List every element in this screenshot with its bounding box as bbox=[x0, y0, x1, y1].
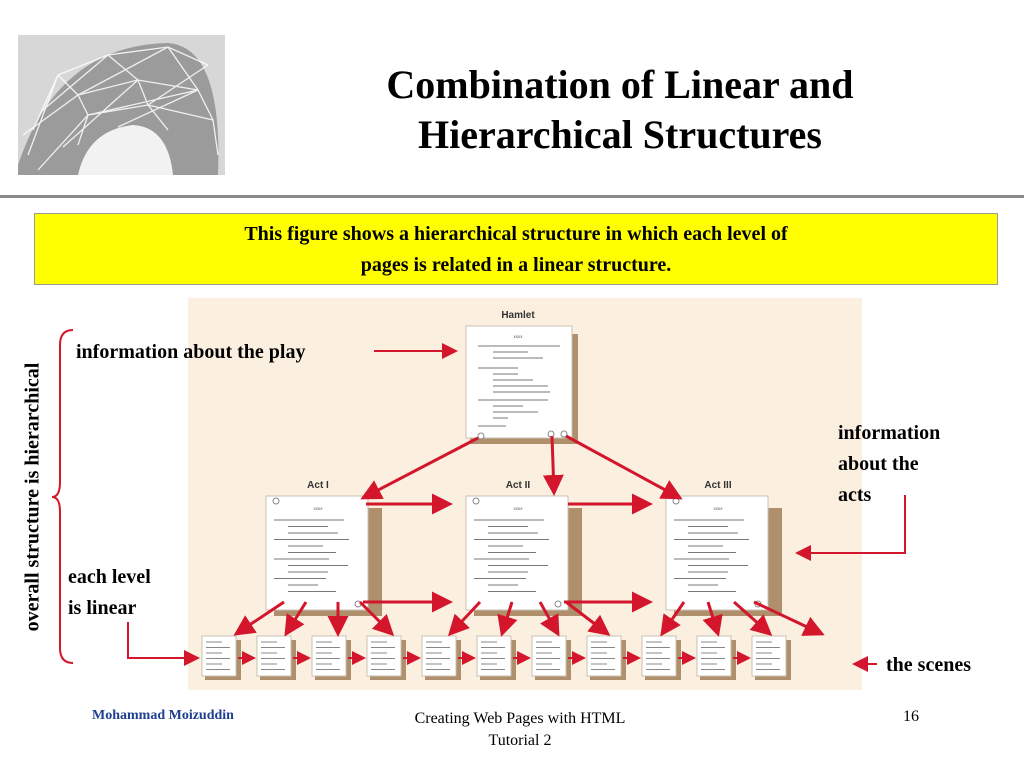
slide-title-line-1: Combination of Linear and bbox=[386, 62, 854, 107]
root-page-hamlet: Hamlet xxxx bbox=[465, 310, 578, 444]
arrow-act-to-scene bbox=[447, 600, 482, 637]
arrow-root-to-act2 bbox=[542, 435, 564, 496]
act-page-2: Act II xxxx bbox=[465, 480, 582, 616]
footer-course-line-1: Creating Web Pages with HTML bbox=[414, 710, 626, 727]
scene-page bbox=[476, 635, 516, 680]
label-play-text: information about the play bbox=[76, 341, 306, 363]
scene-page bbox=[421, 635, 461, 680]
scene-page bbox=[256, 635, 296, 680]
label-acts-line-1: information bbox=[838, 422, 941, 444]
act-page-filler: xxxx bbox=[714, 506, 724, 511]
arrow-act-to-scene bbox=[284, 601, 308, 637]
arrow-root-to-act3 bbox=[565, 434, 683, 500]
label-scenes-text: the scenes bbox=[886, 654, 971, 676]
arrow-act-to-scene bbox=[753, 600, 825, 636]
scene-page bbox=[696, 635, 736, 680]
footer-course: Creating Web Pages with HTML Tutorial 2 bbox=[360, 708, 680, 752]
slide-title: Combination of Linear and Hierarchical S… bbox=[300, 60, 940, 160]
geodesic-structure-photo bbox=[18, 35, 225, 175]
root-page-filler: xxxx bbox=[514, 334, 524, 339]
label-linear-line-2: is linear bbox=[68, 597, 137, 619]
slide-title-line-2: Hierarchical Structures bbox=[418, 112, 822, 157]
caption-line-2: pages is related in a linear structure. bbox=[360, 254, 672, 276]
scene-page bbox=[751, 635, 791, 680]
act-page-filler: xxxx bbox=[314, 506, 324, 511]
arrow-act-to-scene bbox=[660, 601, 686, 637]
act-page-title: Act II bbox=[506, 480, 531, 491]
label-information-about-the-play: information about the play bbox=[76, 337, 305, 368]
scene-page bbox=[586, 635, 626, 680]
scene-page bbox=[201, 635, 241, 680]
label-linear-line-1: each level bbox=[68, 566, 151, 588]
label-acts-line-2: about the bbox=[838, 453, 919, 475]
page-link-dot bbox=[272, 497, 280, 505]
act-page-1: Act I xxxx bbox=[265, 480, 382, 616]
act-page-title: Act I bbox=[307, 480, 329, 491]
act-page-3: Act III xxxx bbox=[665, 480, 782, 616]
scene-page bbox=[641, 635, 681, 680]
label-the-scenes: the scenes bbox=[886, 650, 971, 681]
act-page-filler: xxxx bbox=[514, 506, 524, 511]
arrow-act-to-scene bbox=[497, 601, 518, 637]
act-page-title: Act III bbox=[704, 480, 731, 491]
page-link-dot bbox=[672, 497, 680, 505]
label-overall-structure-hierarchical: overall structure is hierarchical bbox=[21, 362, 44, 632]
arrow-act-to-scene bbox=[733, 600, 773, 636]
caption-callout: This figure shows a hierarchical structu… bbox=[34, 213, 998, 285]
scene-page bbox=[531, 635, 571, 680]
root-page-title: Hamlet bbox=[501, 310, 535, 321]
scene-page bbox=[366, 635, 406, 680]
label-information-about-the-acts: information about the acts bbox=[838, 418, 940, 511]
arrow-act-to-scene bbox=[358, 600, 395, 637]
page-link-dot bbox=[472, 497, 480, 505]
label-acts-line-3: acts bbox=[838, 484, 872, 506]
arrow-act-to-scene bbox=[565, 600, 611, 636]
page-link-dot bbox=[554, 600, 562, 608]
arrow-act-to-scene bbox=[233, 600, 285, 636]
arrow-act-to-scene bbox=[538, 601, 560, 637]
label-each-level-is-linear: each level is linear bbox=[68, 562, 151, 624]
footer-page-number: 16 bbox=[903, 708, 919, 725]
scene-page bbox=[311, 635, 351, 680]
arrow-act-to-scene bbox=[702, 601, 723, 637]
caption-line-1: This figure shows a hierarchical structu… bbox=[244, 223, 788, 245]
footer-author: Mohammad Moizuddin bbox=[92, 708, 234, 723]
title-divider bbox=[0, 195, 1024, 198]
arrow-root-to-act1 bbox=[360, 436, 479, 500]
footer-course-line-2: Tutorial 2 bbox=[488, 732, 552, 749]
